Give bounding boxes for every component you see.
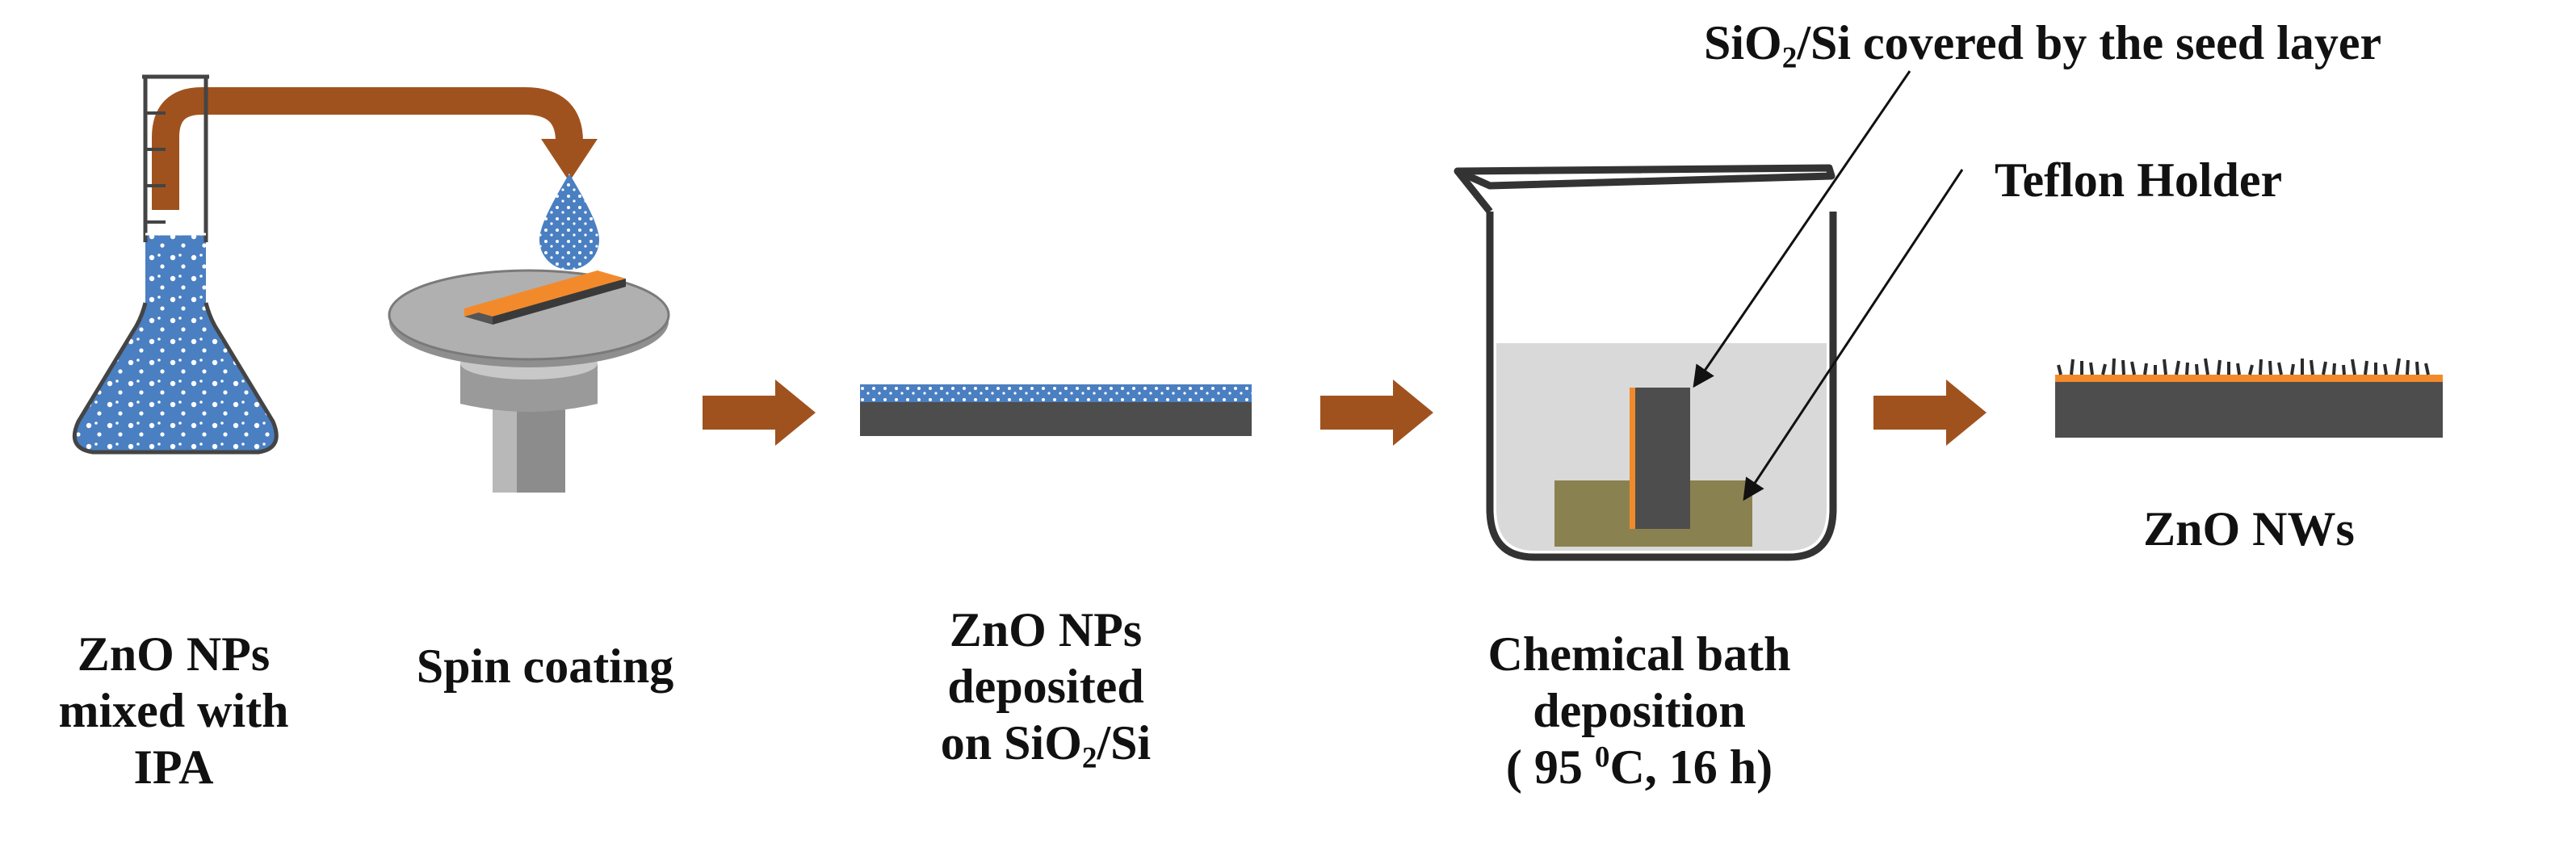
nanowire: [2175, 360, 2180, 375]
label-step4-line3-prefix: ( 95: [1505, 740, 1595, 794]
nanowire: [2383, 363, 2388, 375]
process-arrow-2: [1320, 380, 1433, 446]
process-arrow-1: [703, 380, 816, 446]
nanowire: [2143, 363, 2148, 375]
spin-coater-icon: [388, 269, 670, 493]
nanowire: [2268, 360, 2272, 375]
nanowire: [2364, 360, 2368, 375]
nanowire: [2342, 364, 2346, 375]
nanowire: [2089, 362, 2094, 375]
label-step1-line1: ZnO NPs: [77, 627, 271, 681]
droplet-icon: [539, 174, 600, 271]
nanowire: [2322, 361, 2327, 375]
nanowire: [2248, 364, 2254, 375]
nanowire: [2259, 359, 2263, 375]
nanowire: [2236, 363, 2241, 375]
nanowire: [2101, 363, 2107, 375]
nanowire: [2195, 363, 2199, 375]
nanowire: [2163, 359, 2167, 375]
callout-substrate-sub: 2: [1781, 41, 1798, 75]
nanowire: [2415, 361, 2419, 375]
callout-label-holder: Teflon Holder: [1995, 152, 2398, 208]
label-step3-line3-sub: 2: [1081, 741, 1097, 775]
label-step4-line3-suffix: C, 16 h): [1609, 740, 1773, 794]
nanowire: [2424, 363, 2430, 375]
nanowire: [2121, 359, 2125, 375]
label-step4-line3: ( 95 0C, 16 h): [1437, 739, 1841, 795]
callout-substrate-prefix: SiO: [1704, 16, 1782, 69]
nanowire: [2395, 358, 2401, 375]
label-step4: Chemical bath deposition ( 95 0C, 16 h): [1437, 626, 1841, 795]
callout-holder-text: Teflon Holder: [1995, 153, 2283, 207]
nanowire: [2070, 359, 2075, 375]
label-step4-line3-sup: 0: [1594, 740, 1610, 774]
label-step1: ZnO NPs mixed with IPA: [20, 626, 327, 795]
callout-label-substrate: SiO2/Si covered by the seed layer: [1704, 15, 2560, 75]
label-step2: Spin coating: [392, 638, 699, 694]
label-step3-line2: deposited: [947, 660, 1144, 713]
label-step3-line3: on SiO2/Si: [868, 715, 1223, 775]
callout-line-holder: [1743, 169, 1964, 501]
process-arrow-3: [1873, 380, 1987, 446]
label-step3-line1: ZnO NPs: [949, 603, 1143, 656]
nanowire: [2217, 359, 2221, 375]
label-step3-line3-suffix: /Si: [1097, 716, 1152, 770]
nanowire: [2204, 358, 2209, 375]
nanowire: [2112, 358, 2116, 375]
nanowire: [2185, 362, 2189, 375]
beaker-icon: [1454, 164, 1837, 561]
callout-line-substrate: [1693, 70, 1911, 388]
nanowire: [2290, 363, 2295, 375]
label-step3-line3-prefix: on SiO: [940, 716, 1082, 770]
np-coated-substrate: [860, 384, 1252, 436]
label-step1-line3: IPA: [133, 740, 214, 794]
label-step5-line1: ZnO NWs: [2143, 502, 2355, 556]
nanowire: [2130, 361, 2136, 375]
label-step1-line2: mixed with: [58, 684, 289, 737]
nanowire: [2332, 363, 2336, 375]
zno-nanowires: [2057, 358, 2430, 375]
nanowire-substrate: [2055, 358, 2443, 438]
label-step3: ZnO NPs deposited on SiO2/Si: [868, 602, 1223, 775]
nanowire: [2351, 359, 2356, 375]
nanowire: [2057, 364, 2062, 375]
callout-substrate-suffix: /Si covered by the seed layer: [1797, 16, 2382, 69]
label-step5: ZnO NWs: [2087, 501, 2410, 557]
transfer-curved-arrow: [152, 87, 598, 210]
label-step4-line2: deposition: [1533, 684, 1746, 737]
label-step4-line1: Chemical bath: [1487, 627, 1791, 681]
label-step2-line1: Spin coating: [416, 640, 674, 693]
nanowire: [2406, 359, 2410, 375]
nanowire: [2310, 359, 2314, 375]
flask-icon: [73, 74, 279, 455]
nanowire: [2277, 362, 2283, 375]
